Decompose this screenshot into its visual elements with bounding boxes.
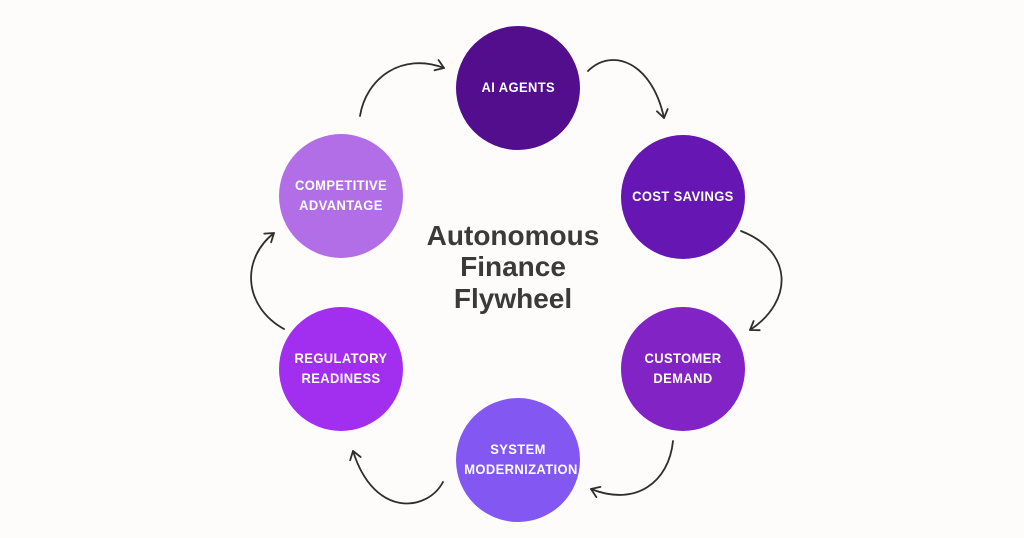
node-regulatory-readiness: REGULATORY READINESS <box>279 307 403 431</box>
arrow-customer-to-system <box>590 440 674 498</box>
diagram-title-line-2: Finance <box>460 251 566 283</box>
node-ai-agents-label: AI AGENTS <box>481 79 555 95</box>
node-cost-savings: COST SAVINGS <box>621 135 745 259</box>
arrow-system-to-regulatory <box>349 450 444 505</box>
node-customer-demand-label: CUSTOMER DEMAND <box>644 350 722 386</box>
diagram-title-line-3: Flywheel <box>453 282 573 314</box>
node-ai-agents: AI AGENTS <box>456 26 580 150</box>
node-cost-savings-label: COST SAVINGS <box>632 188 734 204</box>
arrow-ai-to-cost <box>587 59 669 119</box>
arrow-competitive-to-ai <box>359 59 445 117</box>
arrow-cost-to-customer <box>740 230 783 332</box>
node-competitive-advantage-label: COMPETITIVE ADVANTAGE <box>294 177 388 213</box>
arrow-regulatory-to-competitive <box>250 232 285 330</box>
node-regulatory-readiness-label: REGULATORY READINESS <box>294 350 388 386</box>
node-system-modernization-label: SYSTEM MODERNIZATION <box>464 441 578 477</box>
node-competitive-advantage: COMPETITIVE ADVANTAGE <box>279 134 403 258</box>
diagram-title-line-1: Autonomous <box>426 220 600 251</box>
diagram-title: Autonomous Finance Flywheel <box>399 220 627 314</box>
node-customer-demand: CUSTOMER DEMAND <box>621 307 745 431</box>
node-system-modernization: SYSTEM MODERNIZATION <box>456 398 580 522</box>
